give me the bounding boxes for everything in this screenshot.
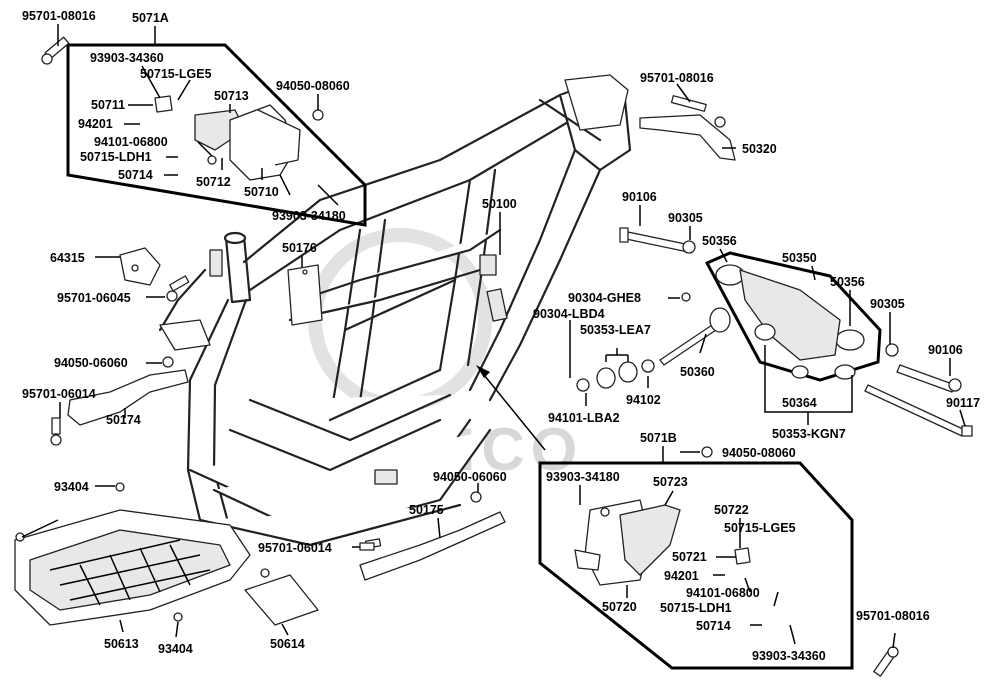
label-95701-06014-a: 95701-06014 <box>22 387 96 401</box>
label-90305-a: 90305 <box>668 211 703 225</box>
label-50723: 50723 <box>653 475 688 489</box>
label-50356-a: 50356 <box>702 234 737 248</box>
long-bolts-drawing <box>619 227 973 437</box>
label-93903-34360-a: 93903-34360 <box>90 51 164 65</box>
label-50715-lge5-b: 50715-LGE5 <box>724 521 796 535</box>
label-94101-06800-a: 94101-06800 <box>94 135 168 149</box>
nut-94050-06060-b-icon <box>470 491 482 503</box>
label-95701-06045: 95701-06045 <box>57 291 131 305</box>
label-90106-b: 90106 <box>928 343 963 357</box>
nut-94050-08060-b-icon <box>701 446 713 458</box>
label-50100: 50100 <box>482 197 517 211</box>
bolt-95701-08016-a-drawing <box>41 36 70 65</box>
label-50174: 50174 <box>106 413 141 427</box>
label-50714-a: 50714 <box>118 168 153 182</box>
label-50364: 50364 <box>782 396 817 410</box>
nut-94050-06060-a-icon <box>162 356 174 368</box>
label-90106-a: 90106 <box>622 190 657 204</box>
label-50721: 50721 <box>672 550 707 564</box>
label-94201-b: 94201 <box>664 569 699 583</box>
bracket-50174-drawing <box>50 369 189 446</box>
plate-50614-drawing <box>244 574 319 626</box>
label-95701-08016-b: 95701-08016 <box>640 71 714 85</box>
label-93903-34180-b: 93903-34180 <box>546 470 620 484</box>
label-94050-06060-a: 94050-06060 <box>54 356 128 370</box>
label-50360: 50360 <box>680 365 715 379</box>
label-50613: 50613 <box>104 637 139 651</box>
label-50710: 50710 <box>244 185 279 199</box>
watermark-logo-ring <box>308 228 492 412</box>
group-box-5071b <box>538 461 854 670</box>
direction-arrow-icon <box>476 365 490 378</box>
label-50715-ldh1-b: 50715-LDH1 <box>660 601 732 615</box>
label-50722: 50722 <box>714 503 749 517</box>
label-50353-kgn7: 50353-KGN7 <box>772 427 846 441</box>
label-93903-34180-a: 93903-34180 <box>272 209 346 223</box>
bracket-assembly-b-drawing <box>574 499 751 586</box>
label-94201-a: 94201 <box>78 117 113 131</box>
group-label-5071a: 5071A <box>132 11 169 25</box>
label-50713: 50713 <box>214 89 249 103</box>
label-95701-08016-c: 95701-08016 <box>856 609 930 623</box>
label-50350: 50350 <box>782 251 817 265</box>
label-50320: 50320 <box>742 142 777 156</box>
label-64315: 64315 <box>50 251 85 265</box>
group-label-5071b: 5071B <box>640 431 677 445</box>
bracket-50320-drawing <box>639 95 736 161</box>
label-50714-b: 50714 <box>696 619 731 633</box>
bushings-drawing <box>576 292 731 392</box>
label-93903-34360-b: 93903-34360 <box>752 649 826 663</box>
label-94101-06800-b: 94101-06800 <box>686 586 760 600</box>
leader-lines <box>21 24 966 649</box>
label-50711: 50711 <box>91 98 125 112</box>
label-93404-b: 93404 <box>158 642 193 656</box>
label-93404-a: 93404 <box>54 480 89 494</box>
label-90304-ghe8: 90304-GHE8 <box>568 291 641 305</box>
label-94050-06060-b: 94050-06060 <box>433 470 507 484</box>
main-frame-drawing <box>158 74 632 547</box>
engine-hanger-box <box>704 251 882 382</box>
label-50176: 50176 <box>282 241 317 255</box>
label-50175: 50175 <box>409 503 444 517</box>
label-50614: 50614 <box>270 637 305 651</box>
label-95701-08016-a: 95701-08016 <box>22 9 96 23</box>
floor-board-50613-drawing <box>14 482 270 626</box>
label-50715-lge5-a: 50715-LGE5 <box>140 67 212 81</box>
bracket-assembly-a-drawing <box>154 95 301 196</box>
label-90117: 90117 <box>946 396 980 410</box>
plate-50176-drawing <box>287 264 323 326</box>
label-94101-lba2: 94101-LBA2 <box>548 411 620 425</box>
label-50353-lea7: 50353-LEA7 <box>580 323 651 337</box>
label-95701-06014-b: 95701-06014 <box>258 541 332 555</box>
label-50715-ldh1-a: 50715-LDH1 <box>80 150 152 164</box>
group-box-5071a <box>66 43 367 227</box>
nut-94050-08060-a-icon <box>312 109 324 121</box>
label-94050-08060-b: 94050-08060 <box>722 446 796 460</box>
label-50712: 50712 <box>196 175 231 189</box>
label-94102: 94102 <box>626 393 661 407</box>
label-94050-08060-a: 94050-08060 <box>276 79 350 93</box>
label-90305-b: 90305 <box>870 297 905 311</box>
label-50356-b: 50356 <box>830 275 865 289</box>
bolt-95701-08016-c-drawing <box>873 646 899 677</box>
bolt-95701-06014-b-drawing <box>359 542 375 551</box>
bracket-64315-drawing <box>119 247 190 302</box>
label-90304-lbd4: 90304-LBD4 <box>533 307 605 321</box>
engine-hanger-drawing <box>715 264 865 380</box>
label-50720: 50720 <box>602 600 637 614</box>
